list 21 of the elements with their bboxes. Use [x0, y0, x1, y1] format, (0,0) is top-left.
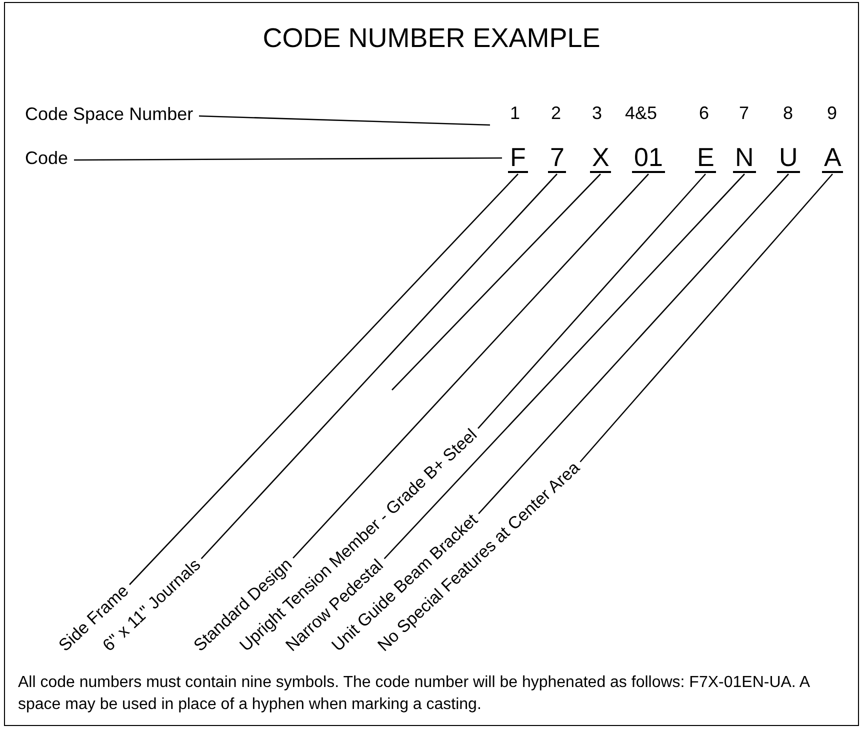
leader-line — [478, 174, 706, 429]
callout-number: 4&5 — [625, 103, 658, 123]
leader-line — [580, 174, 833, 462]
leader-line — [200, 174, 558, 560]
leader-line — [74, 157, 502, 161]
callout-number: 9 — [827, 103, 838, 123]
leader-line — [129, 174, 518, 586]
callout-number: 3 — [592, 103, 602, 123]
callout-number: 6 — [699, 103, 710, 123]
leader-line — [478, 174, 789, 514]
leader-line — [392, 174, 601, 390]
callout-number: 2 — [551, 103, 562, 123]
callout-number: 7 — [739, 103, 750, 123]
leader-line — [384, 174, 745, 560]
leader-line — [198, 115, 490, 126]
row-label: Code Space Number — [25, 104, 194, 124]
leader-line — [292, 174, 649, 558]
title: CODE NUMBER EXAMPLE — [262, 22, 602, 54]
row-label: Code — [25, 148, 68, 168]
callout-number: 8 — [783, 103, 794, 123]
callout-number: 1 — [510, 103, 520, 123]
